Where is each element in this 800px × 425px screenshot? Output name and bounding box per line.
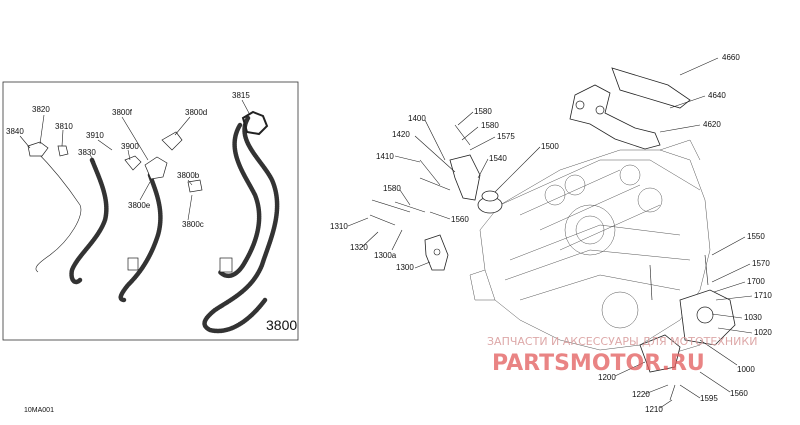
label-4640: 4640	[708, 91, 726, 100]
label-1400: 1400	[408, 114, 426, 123]
label-1500: 1500	[541, 142, 559, 151]
label-3800d: 3800d	[185, 108, 207, 117]
label-3810: 3810	[55, 122, 73, 131]
mount-1200	[639, 334, 681, 373]
label-1300: 1300	[396, 263, 414, 272]
label-4620: 4620	[703, 120, 721, 129]
label-3830: 3830	[78, 148, 96, 157]
label-1540: 1540	[489, 154, 507, 163]
clip-3810	[57, 145, 69, 157]
label-1310: 1310	[330, 222, 348, 231]
sensor-3820	[27, 141, 49, 157]
label-1700: 1700	[747, 277, 765, 286]
connector-3800d	[161, 131, 183, 151]
label-3815: 3815	[232, 91, 250, 100]
label-1030: 1030	[744, 313, 762, 322]
connector-icon	[127, 257, 139, 271]
wire-3840	[34, 149, 82, 273]
figure-ref: 10MA001	[24, 407, 54, 414]
label-3800: 3800	[266, 317, 297, 333]
label-1560a: 1560	[451, 215, 469, 224]
label-1000: 1000	[737, 365, 755, 374]
label-1410: 1410	[376, 152, 394, 161]
label-1580c: 1580	[383, 184, 401, 193]
label-3800f: 3800f	[112, 108, 133, 117]
label-1550: 1550	[747, 232, 765, 241]
label-1560b: 1560	[730, 389, 748, 398]
label-3820: 3820	[32, 105, 50, 114]
clip-3800b	[187, 179, 203, 193]
detail-panel-frame	[2, 81, 299, 341]
connector-3800f	[144, 156, 168, 180]
label-3800b: 3800b	[177, 171, 200, 180]
mount-1000	[679, 289, 736, 346]
label-1200: 1200	[598, 373, 616, 382]
label-1570: 1570	[752, 259, 770, 268]
label-1020: 1020	[754, 328, 772, 337]
motor-mount-1400	[449, 154, 481, 201]
bolts	[369, 124, 709, 401]
label-1320: 1320	[350, 243, 368, 252]
label-4660: 4660	[722, 53, 740, 62]
motor-mount-1300	[424, 234, 449, 271]
label-3840: 3840	[6, 127, 24, 136]
label-1210: 1210	[645, 405, 663, 414]
label-1420: 1420	[392, 130, 410, 139]
label-3900: 3900	[121, 142, 139, 151]
right-labels: 4660 4640 4620 1580 1580 1400 1575 1420 …	[330, 53, 772, 414]
engine-block	[469, 139, 711, 361]
connector-icon	[219, 257, 233, 273]
label-3910: 3910	[86, 131, 104, 140]
label-1575: 1575	[497, 132, 515, 141]
watermark-line1: ЗАПЧАСТИ И АКСЕССУАРЫ ДЛЯ МОТОТЕХНИКИ	[487, 335, 757, 348]
label-1300a: 1300a	[374, 251, 397, 260]
bracket-3900	[124, 155, 142, 171]
harness-3800	[202, 110, 280, 334]
leader-lines-right	[347, 57, 753, 409]
mount-1500	[477, 190, 503, 214]
label-3800c: 3800c	[182, 220, 204, 229]
watermark-line2: PARTSMOTOR.RU	[492, 351, 705, 376]
left-labels: 3840 3820 3810 3910 3830 3800f 3800d 390…	[6, 91, 297, 333]
label-1580a: 1580	[474, 107, 492, 116]
leader-lines-left	[19, 99, 251, 221]
coil-pack-4620	[569, 67, 691, 150]
label-3800e: 3800e	[128, 201, 151, 210]
label-1595: 1595	[700, 394, 718, 403]
label-1580b: 1580	[481, 121, 499, 130]
label-1710: 1710	[754, 291, 772, 300]
label-1220: 1220	[632, 390, 650, 399]
harness-sleeve	[69, 157, 163, 303]
